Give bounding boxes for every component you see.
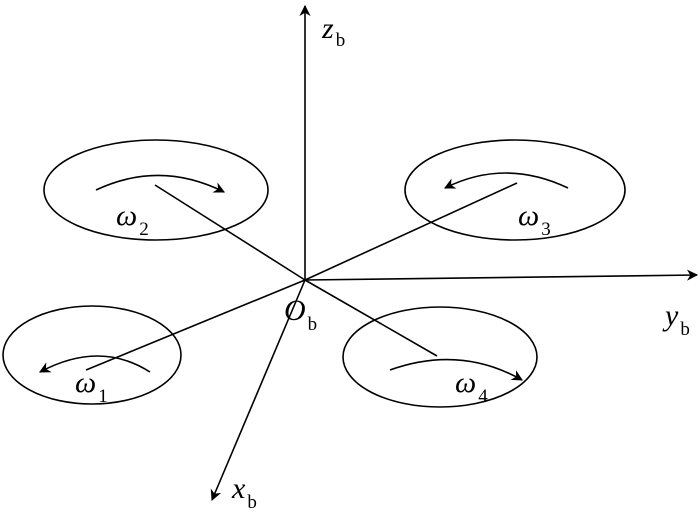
- rotor-3-rotation-arrow: [443, 172, 569, 189]
- rotor-1-rotation-arrow: [39, 355, 151, 373]
- rotor-4-rotation-arrow: [389, 358, 523, 381]
- y-axis: [304, 269, 699, 281]
- rotor-4-disc: [342, 306, 538, 408]
- arm-4: [304, 279, 438, 357]
- arm-3: [304, 182, 518, 281]
- arm-2: [154, 184, 306, 281]
- rotor-1-disc: [2, 305, 182, 405]
- rotor-2-disc: [43, 139, 269, 241]
- rotor-3-disc: [404, 139, 626, 241]
- rotor-2-rotation-arrow: [95, 174, 226, 193]
- x-axis: [210, 279, 306, 502]
- arm-1: [85, 279, 306, 371]
